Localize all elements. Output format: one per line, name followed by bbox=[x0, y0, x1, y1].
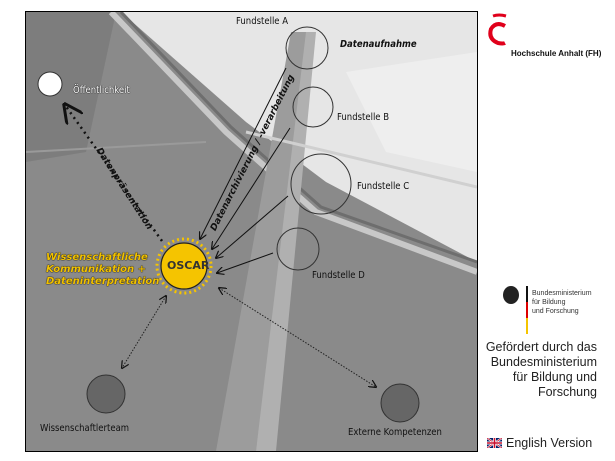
caption-line: Kommunikation + bbox=[46, 264, 147, 275]
presentation-arrow bbox=[65, 105, 164, 242]
site-a-circle bbox=[285, 26, 329, 70]
external-circle bbox=[380, 383, 420, 423]
external-arrow bbox=[219, 288, 376, 387]
team-label: Wissenschaftlerteam bbox=[40, 423, 130, 434]
logo-line: und Forschung bbox=[532, 308, 579, 315]
data-capture-label: Datenaufnahme bbox=[340, 39, 417, 50]
oscar-label: OSCAR bbox=[167, 259, 210, 272]
arrow-site-d bbox=[217, 252, 274, 273]
hochschule-anhalt-logo-icon bbox=[488, 13, 507, 46]
logo-line: Bundesministerium bbox=[532, 290, 592, 297]
aerial-photo-background bbox=[26, 12, 477, 451]
university-name: Hochschule Anhalt (FH) bbox=[511, 49, 602, 58]
site-c-label: Fundstelle C bbox=[357, 181, 410, 192]
funding-line: Gefördert durch das bbox=[485, 340, 597, 354]
site-d-circle bbox=[276, 227, 320, 271]
funding-line: Forschung bbox=[537, 385, 597, 399]
bmbf-logo-text: Bundesministerium für Bildung und Forsch… bbox=[532, 289, 592, 316]
site-d-label: Fundstelle D bbox=[312, 270, 365, 281]
site-a-label: Fundstelle A bbox=[236, 16, 289, 27]
english-version-label[interactable]: English Version bbox=[506, 436, 593, 450]
site-b-circle bbox=[292, 86, 334, 128]
arrow-site-c bbox=[216, 195, 289, 258]
funding-line: für Bildung und bbox=[512, 370, 597, 384]
caption-line: Dateninterpretation bbox=[46, 276, 160, 287]
public-label: Öffentlichkeit bbox=[73, 85, 130, 96]
oscar-diagram: Fundstelle A Fundstelle B Fundstelle C F… bbox=[25, 11, 478, 452]
arrow-site-b bbox=[212, 127, 291, 249]
site-c-circle bbox=[290, 153, 352, 215]
arrow-site-a bbox=[200, 67, 287, 239]
team-circle bbox=[86, 374, 126, 414]
bmbf-logo-icon bbox=[503, 286, 528, 334]
site-b-label: Fundstelle B bbox=[337, 112, 390, 123]
team-arrow bbox=[122, 296, 166, 368]
public-circle bbox=[37, 71, 63, 97]
english-version-link[interactable]: English Version bbox=[487, 436, 592, 450]
oscar-caption: Wissenschaftliche Kommunikation + Dateni… bbox=[46, 252, 159, 288]
logo-line: für Bildung bbox=[532, 299, 566, 306]
oscar-circle bbox=[155, 237, 213, 295]
external-label: Externe Kompetenzen bbox=[348, 427, 442, 438]
funding-line: Bundesministerium bbox=[490, 355, 597, 369]
caption-line: Wissenschaftliche bbox=[46, 252, 148, 263]
uk-flag-icon bbox=[487, 438, 502, 448]
funding-note: Gefördert durch das Bundesministerium fü… bbox=[467, 340, 597, 400]
